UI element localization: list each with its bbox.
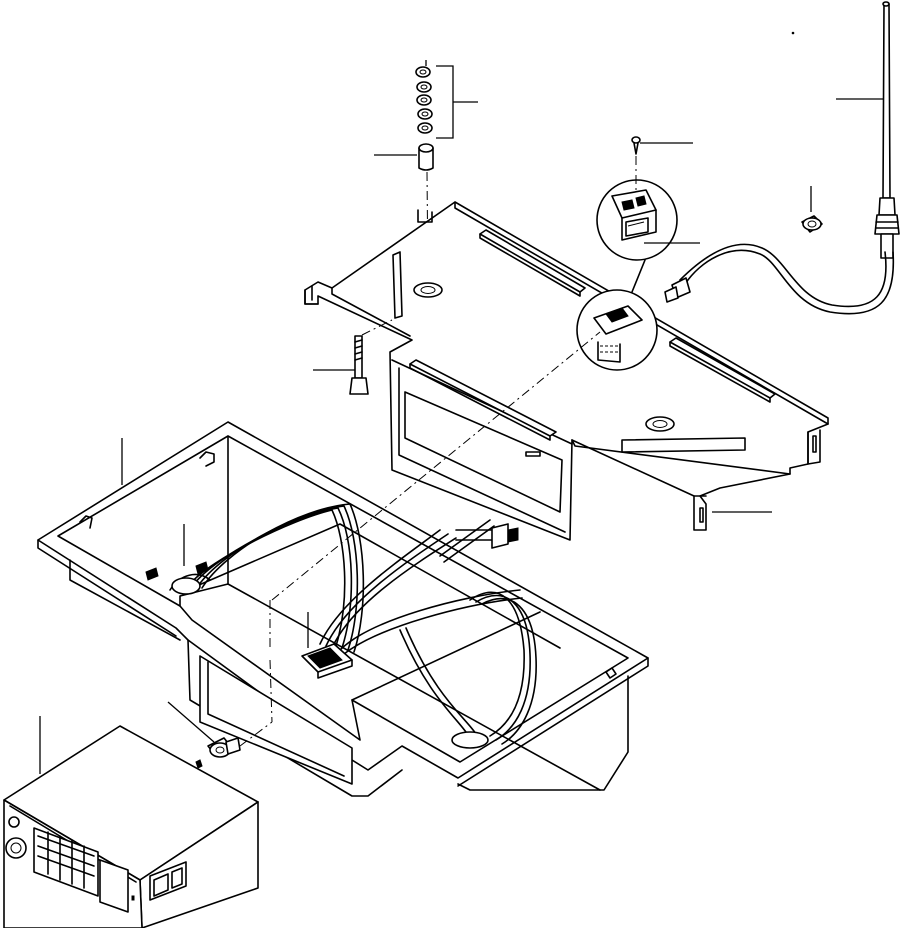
tray-axis-line	[269, 659, 273, 723]
detail-connector-line	[631, 259, 646, 293]
antenna	[664, 1, 900, 315]
speck-mark	[791, 31, 795, 35]
washer-bracket-leader	[425, 60, 478, 139]
connector-axis-line	[271, 331, 601, 601]
connector-detail-bottom	[576, 289, 658, 371]
mounting-bolt	[313, 335, 369, 395]
cable-clamp	[145, 524, 209, 581]
mounting-screw	[631, 136, 693, 155]
connector-detail-top	[596, 179, 678, 261]
radio-unit	[3, 716, 259, 928]
bolt-axis-line	[361, 319, 393, 336]
wire-harness	[169, 503, 537, 749]
spacer	[374, 143, 434, 171]
cover-plate	[304, 201, 829, 541]
knob-axis-line	[239, 721, 273, 747]
antenna-grommet	[801, 186, 823, 233]
washer-stack	[415, 66, 433, 134]
knob-nut	[167, 701, 241, 758]
